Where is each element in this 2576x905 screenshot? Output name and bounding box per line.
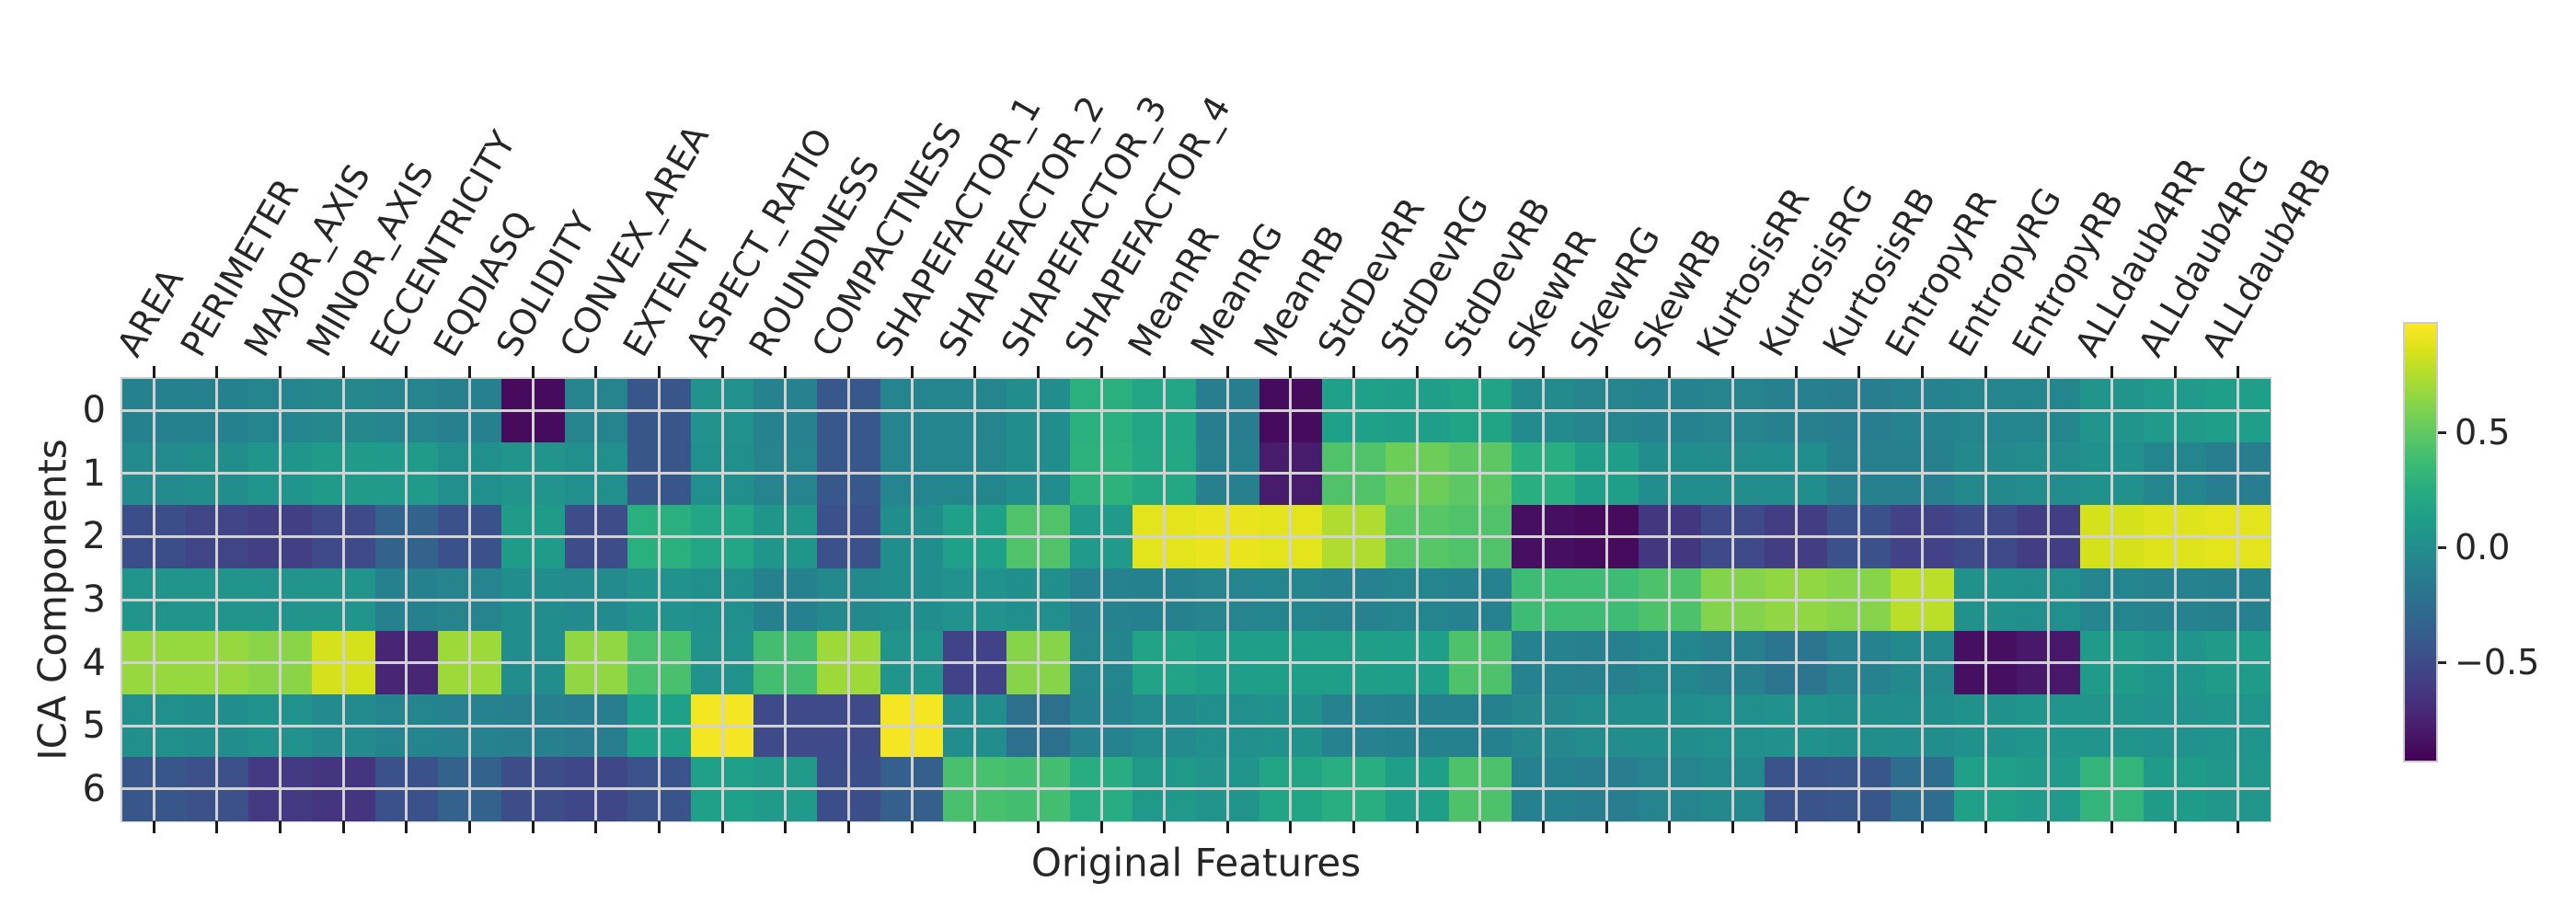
heatmap-plot-area: [121, 377, 2271, 822]
x-tick: [720, 366, 724, 378]
x-tick: [1036, 821, 1040, 833]
x-tick: [910, 821, 914, 833]
x-tick: [2173, 366, 2177, 378]
y-tick-label: 3: [82, 579, 106, 621]
x-tick: [2237, 366, 2240, 378]
y-tick-label: 0: [82, 389, 106, 432]
x-tick: [1857, 821, 1861, 833]
x-tick: [1604, 821, 1608, 833]
x-tick-label: AREA: [109, 261, 192, 363]
x-tick: [1794, 366, 1798, 378]
colorbar-tick-label: −0.5: [2455, 642, 2540, 682]
gridline-horizontal: [122, 534, 2270, 538]
x-tick: [215, 366, 219, 378]
x-tick: [215, 821, 219, 833]
colorbar-tick-label: 0.0: [2455, 527, 2511, 567]
x-tick: [1731, 366, 1734, 378]
x-tick: [1920, 366, 1924, 378]
x-tick: [973, 366, 977, 378]
x-tick: [846, 366, 850, 378]
x-tick: [720, 821, 724, 833]
gridline-horizontal: [122, 724, 2270, 727]
x-tick: [2237, 821, 2240, 833]
x-tick: [1415, 821, 1419, 833]
y-tick-label: 2: [82, 515, 106, 558]
x-tick: [2110, 821, 2113, 833]
x-tick: [1984, 366, 1987, 378]
x-tick: [1036, 366, 1040, 378]
x-tick: [152, 821, 155, 833]
x-tick: [1478, 821, 1482, 833]
x-tick: [468, 366, 472, 378]
x-tick: [1857, 366, 1861, 378]
colorbar-tick-label: 0.5: [2455, 412, 2511, 452]
colorbar-tick: [2438, 430, 2446, 434]
gridline-horizontal: [122, 598, 2270, 601]
x-tick: [341, 821, 345, 833]
colorbar: [2403, 322, 2438, 762]
x-tick: [1415, 366, 1419, 378]
x-tick: [658, 366, 661, 378]
x-tick: [1668, 821, 1672, 833]
x-tick: [846, 821, 850, 833]
x-tick: [2047, 366, 2051, 378]
x-tick: [152, 366, 155, 378]
x-tick: [405, 366, 408, 378]
x-tick: [1794, 821, 1798, 833]
x-tick: [594, 366, 598, 378]
x-tick: [1542, 366, 1546, 378]
x-tick: [784, 366, 788, 378]
x-tick: [2047, 821, 2051, 833]
gridline-horizontal: [122, 472, 2270, 475]
x-tick: [910, 366, 914, 378]
x-tick: [973, 821, 977, 833]
x-tick: [594, 821, 598, 833]
x-tick: [1163, 366, 1167, 378]
y-tick-label: 5: [82, 705, 106, 748]
x-tick: [341, 366, 345, 378]
x-axis-title: Original Features: [1030, 840, 1362, 886]
x-tick: [1920, 821, 1924, 833]
gridline-horizontal: [122, 787, 2270, 791]
x-tick: [1289, 366, 1293, 378]
x-tick: [1668, 366, 1672, 378]
y-tick-label: 6: [82, 767, 106, 810]
x-tick: [1352, 366, 1356, 378]
x-tick: [1478, 366, 1482, 378]
x-tick: [2173, 821, 2177, 833]
y-axis-title: ICA Components: [29, 439, 75, 761]
x-tick: [531, 366, 535, 378]
x-tick: [1163, 821, 1167, 833]
x-tick: [1099, 821, 1103, 833]
colorbar-tick: [2438, 660, 2446, 664]
x-tick: [2110, 366, 2113, 378]
x-tick: [1604, 366, 1608, 378]
x-tick: [1225, 821, 1229, 833]
x-tick: [279, 366, 282, 378]
x-tick: [468, 821, 472, 833]
x-tick: [658, 821, 661, 833]
x-tick: [279, 821, 282, 833]
x-tick: [1731, 821, 1734, 833]
gridline-horizontal: [122, 661, 2270, 665]
x-tick: [1352, 821, 1356, 833]
x-tick: [784, 821, 788, 833]
x-tick: [531, 821, 535, 833]
x-tick: [1099, 366, 1103, 378]
x-tick: [1289, 821, 1293, 833]
y-tick-label: 4: [82, 641, 106, 684]
colorbar-tick: [2438, 545, 2446, 549]
x-tick: [1542, 821, 1546, 833]
x-tick: [405, 821, 408, 833]
gridline-horizontal: [122, 408, 2270, 412]
x-tick: [1984, 821, 1987, 833]
y-tick-label: 1: [82, 452, 106, 495]
x-tick: [1225, 366, 1229, 378]
